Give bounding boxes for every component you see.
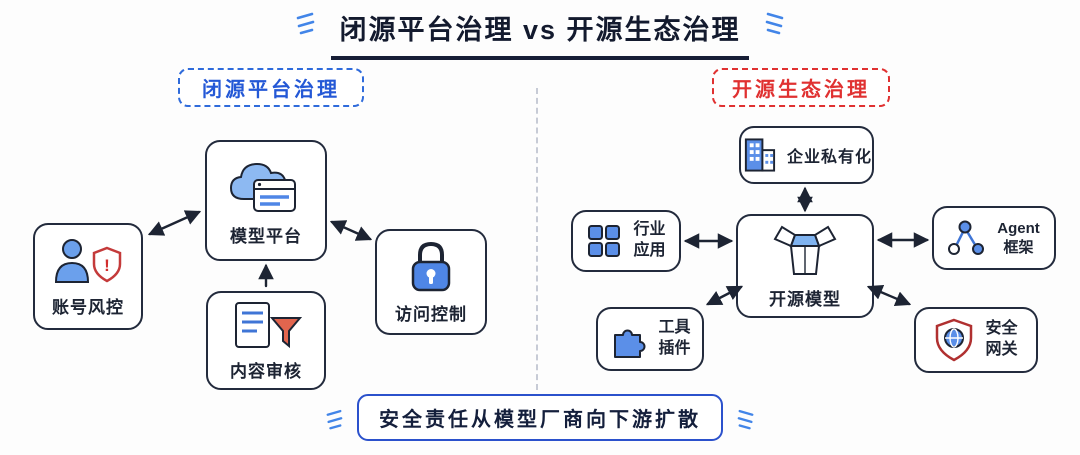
- node-open-model: 开源模型: [736, 214, 874, 318]
- node-label: 账号风控: [52, 297, 124, 317]
- squiggle-decor-icon: [326, 409, 343, 429]
- node-label: 工具插件: [658, 319, 691, 357]
- closed-source-section-label: 闭源平台治理: [178, 68, 364, 107]
- node-label: 模型平台: [230, 226, 302, 246]
- node-label: 访问控制: [395, 305, 467, 324]
- title-block: 闭源平台治理 vs 开源生态治理: [0, 6, 1080, 60]
- svg-text:!: !: [104, 256, 110, 275]
- node-access-control: 访问控制: [375, 229, 487, 335]
- arrow-account-platform: [147, 210, 202, 236]
- lock-icon: [411, 241, 451, 292]
- node-model-platform: 模型平台: [205, 140, 327, 261]
- footer-text: 安全责任从模型厂商向下游扩散: [357, 394, 723, 441]
- node-enterprise-private: 企业私有化: [739, 126, 874, 184]
- document-filter-icon: [235, 301, 302, 348]
- app-grid-icon: [587, 225, 620, 257]
- node-label: Agent框架: [997, 219, 1040, 257]
- network-nodes-icon: [947, 220, 984, 255]
- open-box-icon: [773, 225, 837, 275]
- node-label: 行业应用: [633, 221, 666, 259]
- puzzle-piece-icon: [613, 329, 645, 358]
- node-account-risk: ! 账号风控: [33, 223, 143, 330]
- page-title: 闭源平台治理 vs 开源生态治理: [331, 6, 749, 60]
- node-industry-app: 行业应用: [571, 210, 681, 272]
- vertical-divider: [536, 88, 538, 390]
- node-security-gateway: 安全网关: [914, 307, 1038, 373]
- building-icon: [744, 138, 776, 172]
- squiggle-decor-icon: [765, 12, 783, 35]
- shield-globe-icon: [935, 318, 972, 362]
- arrow-platform-access: [329, 220, 373, 241]
- squiggle-decor-icon: [297, 12, 315, 35]
- user-shield-alert-icon: !: [54, 238, 122, 283]
- open-source-section-label: 开源生态治理: [712, 68, 890, 107]
- cloud-platform-icon: [229, 162, 297, 212]
- node-agent-framework: Agent框架: [932, 206, 1056, 270]
- node-label: 企业私有化: [786, 149, 872, 166]
- node-label: 安全网关: [985, 320, 1018, 358]
- node-tool-plugin: 工具插件: [596, 307, 704, 371]
- node-content-review: 内容审核: [206, 291, 326, 390]
- squiggle-decor-icon: [737, 409, 754, 429]
- footer-banner: 安全责任从模型厂商向下游扩散: [325, 394, 755, 441]
- node-label: 内容审核: [230, 361, 302, 381]
- arrow-openmodel-gateway: [866, 285, 912, 306]
- node-label: 开源模型: [769, 290, 841, 309]
